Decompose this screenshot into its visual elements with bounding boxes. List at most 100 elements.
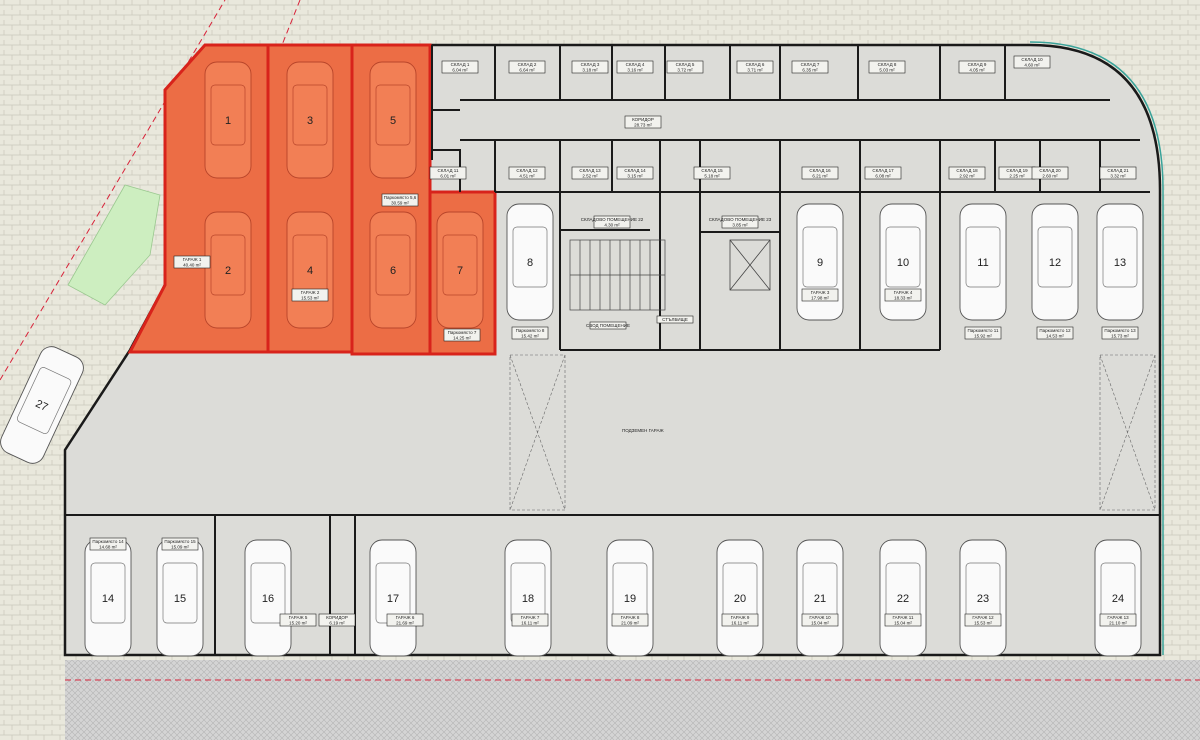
label-name: СВОД ПОМЕЩЕНИЕ (586, 323, 630, 328)
label-area: 6.01 m² (440, 174, 456, 179)
parking-spot-3[interactable]: 3 (286, 61, 334, 179)
label-area: 3.15 m² (627, 174, 643, 179)
label-name: Паркомясто 14 (92, 539, 124, 544)
spot-label: ГАРАЖ 140.40 m² (173, 255, 211, 269)
room-label: СТЪЛБИЩЕ (656, 315, 694, 324)
spot-number: 12 (1049, 257, 1061, 269)
car-icon (606, 539, 654, 657)
storage-label: СКЛАД 166.21 m² (801, 166, 839, 180)
label-area: 16.11 m² (731, 621, 749, 626)
label-area: 21.10 m² (1109, 621, 1127, 626)
label-box (948, 166, 986, 180)
spot-number: 19 (624, 593, 636, 605)
label-box (589, 321, 627, 330)
label-name: СКЛАД 9 (968, 62, 987, 67)
label-box (1031, 166, 1069, 180)
parking-spot-6[interactable]: 6 Паркомясто 5,630.59 m² (369, 193, 419, 329)
label-area: 15.53 m² (974, 621, 992, 626)
label-area: 5.03 m² (879, 68, 895, 73)
label-box (511, 326, 549, 340)
car-icon (1094, 539, 1142, 657)
label-name: ГАРАЖ 9 (731, 615, 750, 620)
car-icon (286, 61, 334, 179)
car-icon (959, 203, 1007, 321)
label-box (721, 215, 759, 229)
parking-spot-1[interactable]: 1 (204, 61, 252, 179)
parking-spot-5[interactable]: 5 (369, 61, 417, 179)
label-area: 3.71 m² (747, 68, 763, 73)
label-box (736, 60, 774, 74)
label-box (381, 193, 419, 207)
label-name: СКЛАД 8 (878, 62, 897, 67)
label-box (161, 537, 199, 551)
label-area: 30.59 m² (391, 201, 409, 206)
car-icon (369, 539, 417, 657)
spot-label: ГАРАЖ 821.09 m² (611, 613, 649, 627)
label-name: СКЛАД 12 (516, 168, 538, 173)
label-area: 3.16 m² (627, 68, 643, 73)
car-roof (885, 226, 921, 288)
room-label: СКЛАДОВО ПОМЕЩЕНИЕ 224.30 m² (581, 215, 644, 229)
spot-number: 1 (225, 115, 231, 127)
label-area: 15.42 m² (521, 334, 539, 339)
label-box (1099, 166, 1137, 180)
label-area: 40.40 m² (183, 263, 201, 268)
label-area: 6.04 m² (452, 68, 468, 73)
label-name: ГАРАЖ 8 (621, 615, 640, 620)
car-roof (1037, 226, 1073, 288)
spot-label: Паркомясто 5,630.59 m² (381, 193, 419, 207)
label-box (511, 613, 549, 627)
spot-number: 6 (390, 265, 396, 277)
street-area (65, 660, 1200, 740)
label-name: ГАРАЖ 1 (183, 257, 202, 262)
label-name: СКЛАД 13 (579, 168, 601, 173)
label-name: Паркомясто 11 (968, 328, 999, 333)
label-area: 4.05 m² (969, 68, 985, 73)
car-icon (1096, 203, 1144, 321)
label-box (868, 60, 906, 74)
parking-spot-27[interactable]: 27 (0, 343, 87, 468)
label-area: 6.08 m² (875, 174, 891, 179)
label-area: 14.53 m² (1046, 334, 1064, 339)
car-roof (375, 84, 411, 146)
storage-label: СКЛАД 63.71 m² (736, 60, 774, 74)
storage-label: СКЛАД 192.25 m² (998, 166, 1036, 180)
car-roof (442, 234, 478, 296)
spot-number: 24 (1112, 593, 1124, 605)
label-area: 15.09 m² (171, 545, 189, 550)
label-box (318, 613, 356, 627)
label-box (791, 60, 829, 74)
label-box (958, 60, 996, 74)
spot-number: 8 (527, 257, 533, 269)
room-label: СВОД ПОМЕЩЕНИЕ (586, 321, 630, 330)
spot-label: ГАРАЖ 621.69 m² (386, 613, 424, 627)
label-area: 4.30 m² (604, 223, 620, 228)
label-box (656, 315, 694, 324)
label-box (1036, 326, 1074, 340)
label-box (801, 166, 839, 180)
car-roof (1102, 226, 1138, 288)
car-icon (369, 61, 417, 179)
label-area: 2.25 m² (1009, 174, 1025, 179)
